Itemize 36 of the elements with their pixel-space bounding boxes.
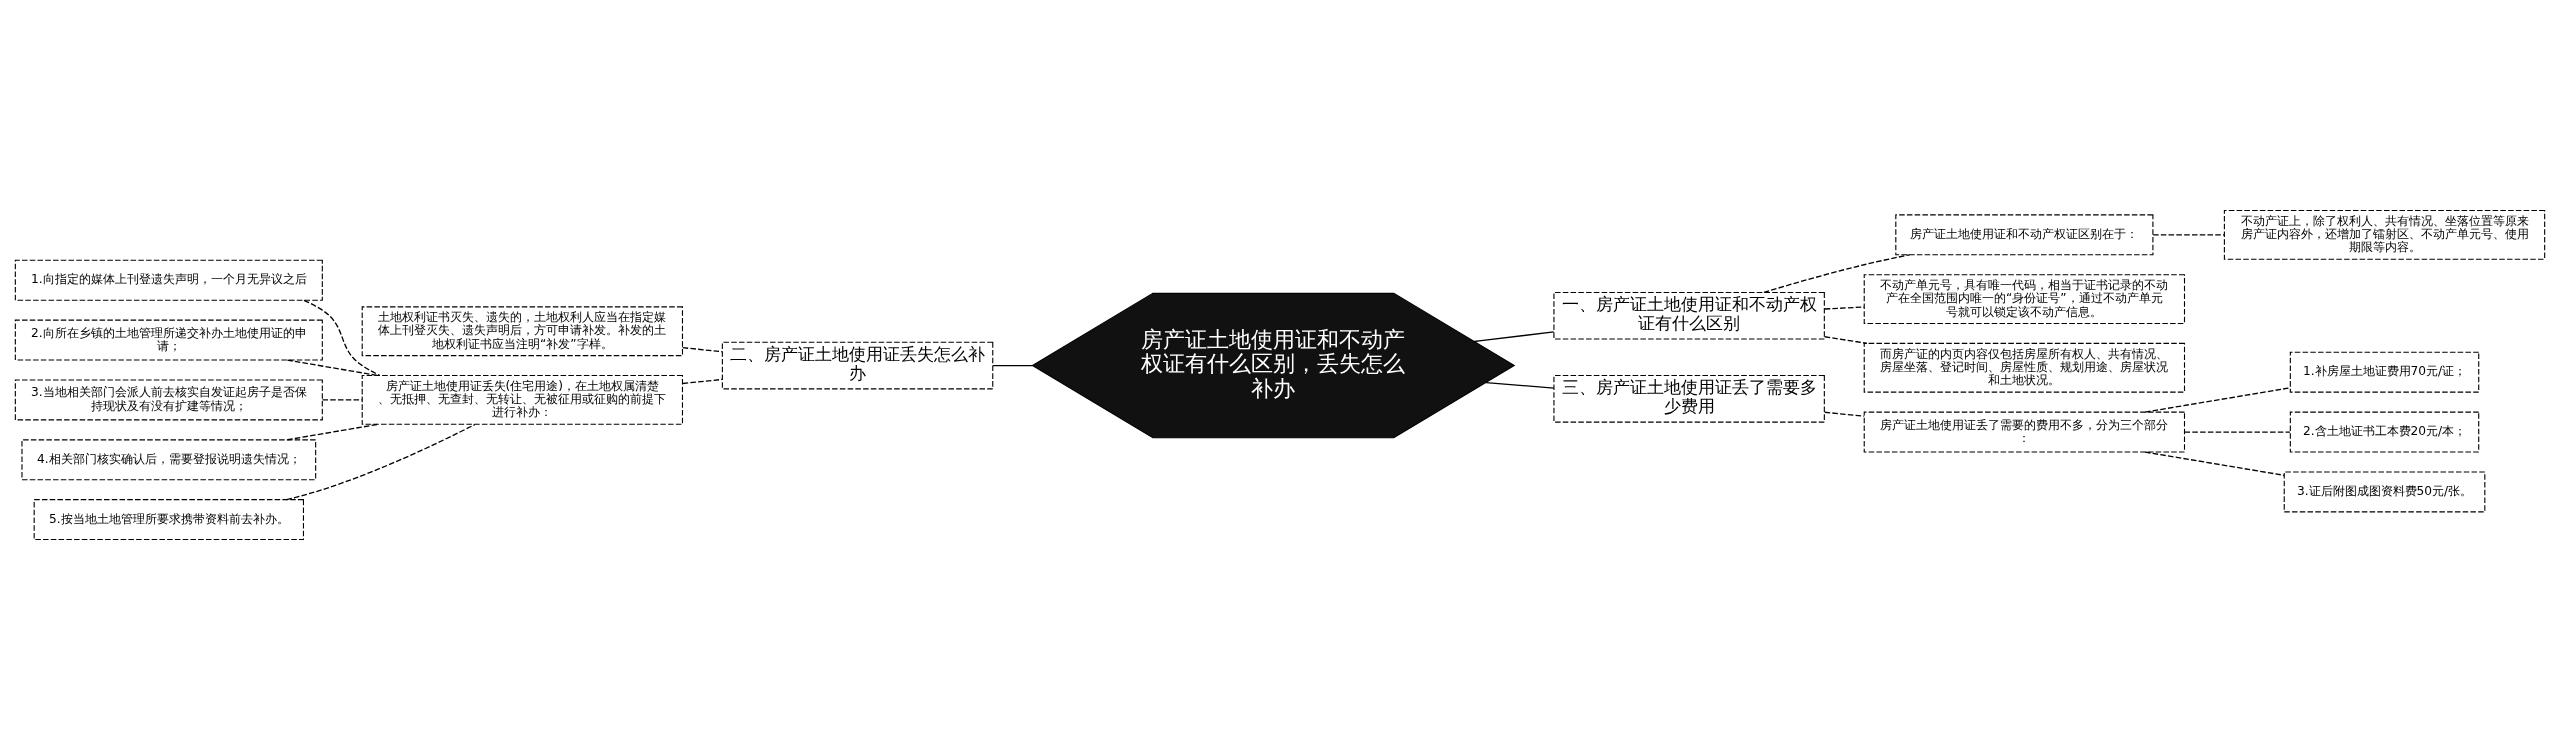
connector: [286, 358, 379, 376]
connector: [285, 423, 476, 500]
node-box: 2.向所在乡镇的土地管理所递交补办土地使用证的申请；: [14, 319, 323, 361]
node-box: 而房产证的内页内容仅包括房屋所有权人、共有情况、房屋坐落、登记时间、房屋性质、规划用途、房屋状况和土地状况。: [1863, 342, 2186, 393]
node-box: 房产证土地使用证丢失(住宅用途)，在土地权属清楚、无抵押、无查封、无转让、无被征用或征购的前提下进行补办：: [361, 374, 684, 425]
node-box: 3.证后附图成图资料费50元/张。: [2283, 470, 2486, 512]
connector: [1485, 381, 1555, 389]
connector: [2152, 233, 2225, 235]
node-box: 1.补房屋土地证费用70元/证；: [2289, 351, 2480, 393]
connector: [303, 299, 381, 376]
node-box: 一、房产证土地使用证和不动产权证有什么区别: [1553, 291, 1825, 340]
node-box: 4.相关部门核实确认后，需要登报说明遗失情况；: [21, 438, 317, 480]
node-box: 3.当地相关部门会派人前去核实自发证起房子是否保持现状及有没有扩建等情况；: [14, 378, 323, 420]
node-box: 5.按当地土地管理所要求携带资料前去补办。: [33, 498, 305, 540]
node-box: 1.向指定的媒体上刊登遗失声明，一个月无异议之后: [14, 259, 323, 301]
node-box: 三、房产证土地使用证丢了需要多少费用: [1553, 374, 1825, 423]
connector: [321, 398, 363, 401]
node-box: 房产证土地使用证和不动产权证区别在于：: [1895, 213, 2154, 255]
node-box: 2.含土地证书工本费20元/本；: [2289, 411, 2480, 453]
connector: [1824, 335, 1868, 344]
connector: [1763, 253, 1911, 293]
connector: [992, 364, 1034, 366]
connector: [681, 346, 723, 352]
node-box: 土地权利证书灭失、遗失的，土地权利人应当在指定媒体上刊登灭失、遗失声明后，方可申请补发。补发的土地权利证书应当注明“补发”字样。: [361, 305, 684, 356]
node-box: 二、房产证土地使用证丢失怎么补办: [721, 341, 994, 389]
connector: [2183, 430, 2291, 433]
node-box: 不动产证上，除了权利人、共有情况、坐落位置等原来房产证内容外，还增加了镭射区、不动产单元号、使用期限等内容。: [2223, 209, 2546, 260]
connector: [2144, 386, 2291, 413]
connector: [681, 378, 723, 384]
connector: [2144, 450, 2285, 476]
connector: [1824, 305, 1865, 310]
node-box: 不动产单元号，具有唯一代码，相当于证书记录的不动产在全国范围内唯一的“身份证号”，通过不动产单元号就可以锁定该不动产信息。: [1863, 273, 2186, 324]
connector: [1824, 411, 1865, 417]
connector: [286, 423, 379, 440]
node-box: 房产证土地使用证丢了需要的费用不多，分为三个部分：: [1863, 411, 2186, 453]
connector: [1473, 330, 1555, 342]
